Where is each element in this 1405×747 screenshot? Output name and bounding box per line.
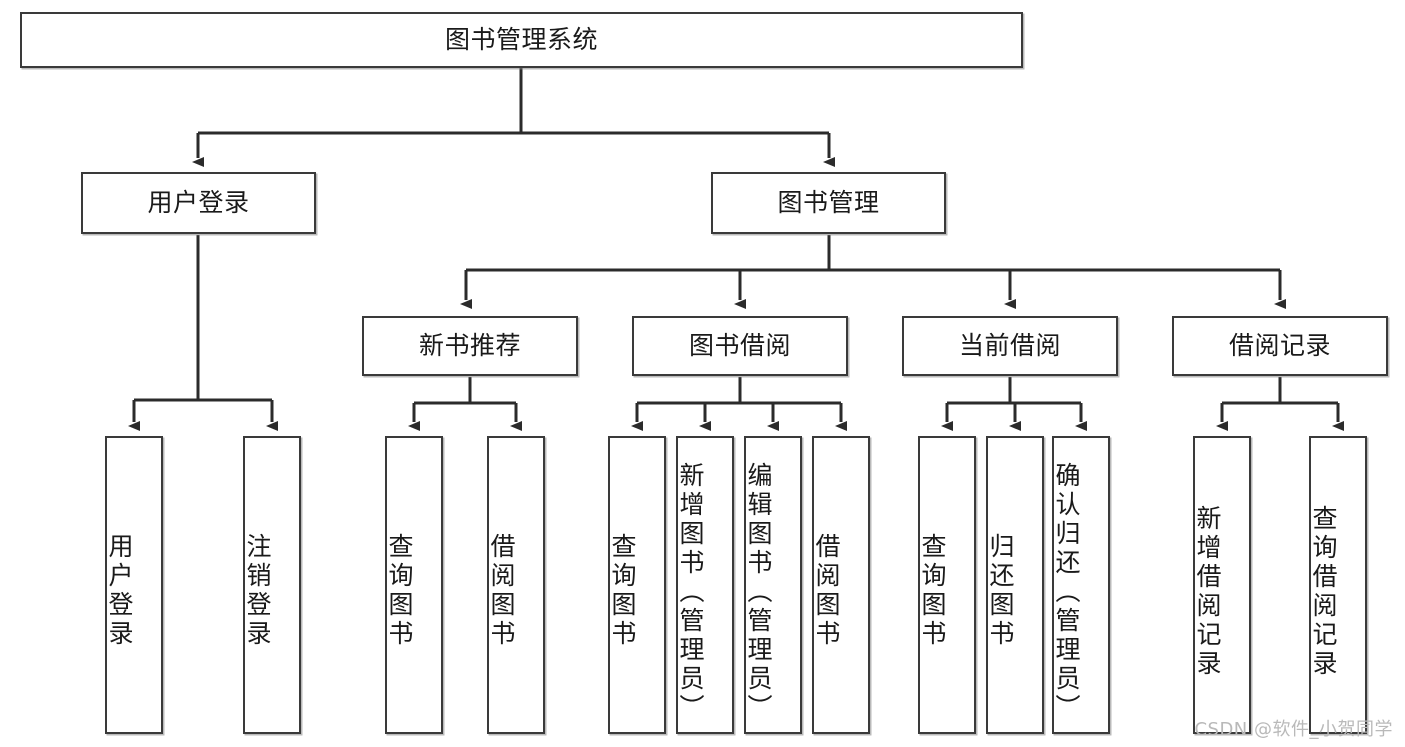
node-label: 借阅图书 [487, 533, 516, 649]
leaf-edit-book-admin[interactable]: 编辑图书（管理员） [744, 436, 802, 734]
node-label: 图书管理 [777, 188, 880, 218]
node-book-borrow[interactable]: 图书借阅 [632, 316, 848, 376]
leaf-add-borrow-record[interactable]: 新增借阅记录 [1193, 436, 1251, 734]
node-label: 当前借阅 [958, 331, 1061, 361]
leaf-borrow-book-recommend[interactable]: 借阅图书 [487, 436, 545, 734]
leaf-query-borrow-record[interactable]: 查询借阅记录 [1309, 436, 1367, 734]
node-current-borrow[interactable]: 当前借阅 [902, 316, 1118, 376]
leaf-add-book-admin[interactable]: 新增图书（管理员） [676, 436, 734, 734]
node-label: 归还图书 [986, 533, 1015, 649]
node-label: 查询借阅记录 [1309, 505, 1338, 679]
leaf-user-login[interactable]: 用户登录 [105, 436, 163, 734]
node-label: 图书借阅 [688, 331, 791, 361]
node-label: 借阅记录 [1228, 331, 1331, 361]
node-label: 图书管理系统 [444, 25, 598, 55]
leaf-logout[interactable]: 注销登录 [243, 436, 301, 734]
leaf-borrow-book[interactable]: 借阅图书 [812, 436, 870, 734]
node-label: 编辑图书（管理员） [744, 461, 773, 723]
node-label: 新增借阅记录 [1193, 505, 1222, 679]
node-label: 查询图书 [918, 533, 947, 649]
node-book-management[interactable]: 图书管理 [711, 172, 946, 234]
node-label: 新书推荐 [418, 331, 521, 361]
node-label: 注销登录 [243, 533, 272, 649]
leaf-return-book[interactable]: 归还图书 [986, 436, 1044, 734]
node-new-book-recommend[interactable]: 新书推荐 [362, 316, 578, 376]
node-label: 确认归还（管理员） [1052, 461, 1081, 723]
leaf-query-book-borrow[interactable]: 查询图书 [608, 436, 666, 734]
node-label: 用户登录 [147, 188, 250, 218]
node-label: 查询图书 [385, 533, 414, 649]
csdn-watermark: CSDN @软件_小贺同学 [1194, 719, 1393, 740]
leaf-confirm-return-admin[interactable]: 确认归还（管理员） [1052, 436, 1110, 734]
node-label: 用户登录 [105, 533, 134, 649]
leaf-query-book-recommend[interactable]: 查询图书 [385, 436, 443, 734]
node-label: 查询图书 [608, 533, 637, 649]
leaf-query-book-current[interactable]: 查询图书 [918, 436, 976, 734]
node-root-system[interactable]: 图书管理系统 [20, 12, 1023, 68]
node-label: 新增图书（管理员） [676, 461, 705, 723]
node-label: 借阅图书 [812, 533, 841, 649]
node-borrow-record[interactable]: 借阅记录 [1172, 316, 1388, 376]
node-user-login[interactable]: 用户登录 [81, 172, 316, 234]
